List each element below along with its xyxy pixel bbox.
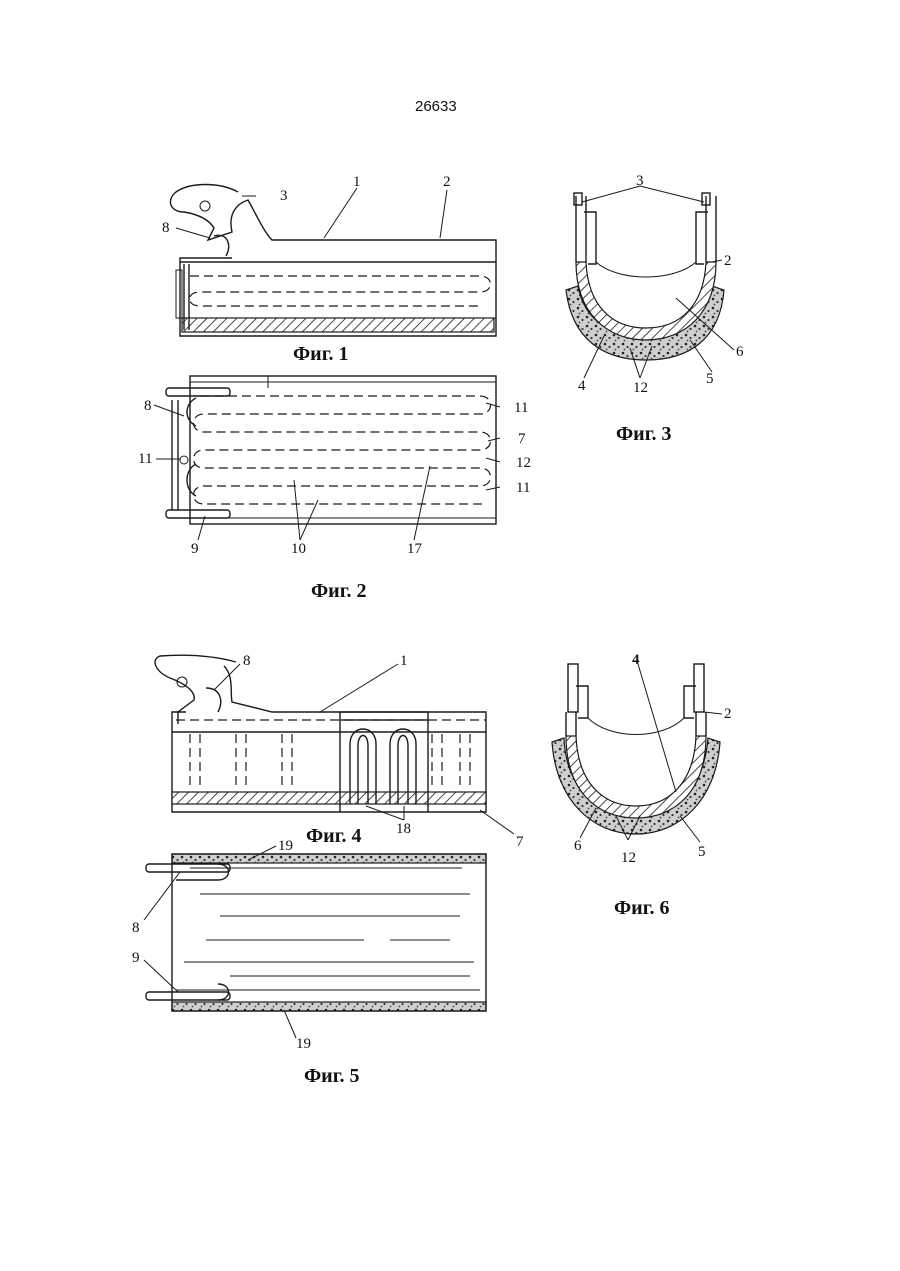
figure-5: 19 8 9 19 Фиг. 5 xyxy=(132,838,486,1087)
fig1-label-2: 2 xyxy=(443,174,451,190)
fig3-caption: Фиг. 3 xyxy=(616,423,672,445)
fig6-label-4: 4 xyxy=(632,652,640,668)
fig3-label-3: 3 xyxy=(636,173,644,189)
fig1-label-3: 3 xyxy=(280,188,288,204)
fig2-label-9: 9 xyxy=(191,541,199,557)
fig5-label-9: 9 xyxy=(132,950,140,966)
fig6-label-5: 5 xyxy=(698,844,706,860)
fig4-caption: Фиг. 4 xyxy=(306,825,362,847)
figure-4: 8 1 18 7 Фиг. 4 xyxy=(155,653,524,850)
fig2-label-17: 17 xyxy=(407,541,423,557)
fig4-label-1: 1 xyxy=(400,653,408,669)
fig2-label-11-bottom: 11 xyxy=(516,480,530,496)
fig3-label-5: 5 xyxy=(706,371,714,387)
fig6-caption: Фиг. 6 xyxy=(614,897,670,919)
fig5-caption: Фиг. 5 xyxy=(304,1065,360,1087)
fig1-label-1: 1 xyxy=(353,174,361,190)
fig3-label-2: 2 xyxy=(724,253,732,269)
page-number: 26633 xyxy=(415,98,457,115)
fig2-label-12: 12 xyxy=(516,455,531,471)
fig2-label-8: 8 xyxy=(144,398,152,414)
fig6-label-6: 6 xyxy=(574,838,582,854)
fig4-label-18: 18 xyxy=(396,821,411,837)
fig1-caption: Фиг. 1 xyxy=(293,343,349,365)
figure-6: 4 2 6 12 5 Фиг. 6 xyxy=(552,652,732,919)
fig6-label-2: 2 xyxy=(724,706,732,722)
fig3-label-6: 6 xyxy=(736,344,744,360)
fig6-label-12: 12 xyxy=(621,850,636,866)
fig2-caption: Фиг. 2 xyxy=(311,580,367,602)
fig2-label-11-top: 11 xyxy=(514,400,528,416)
fig3-label-12: 12 xyxy=(633,380,648,396)
figure-1: 1 2 3 8 Фиг. 1 xyxy=(162,174,496,365)
figure-2: 8 11 9 10 17 11 7 12 11 Фиг. 2 xyxy=(138,376,531,602)
fig2-label-10: 10 xyxy=(291,541,306,557)
fig5-label-8: 8 xyxy=(132,920,140,936)
fig5-label-19-top: 19 xyxy=(278,838,293,854)
fig2-label-7: 7 xyxy=(518,431,526,447)
fig4-label-8: 8 xyxy=(243,653,251,669)
fig1-label-8: 8 xyxy=(162,220,170,236)
fig2-label-11-left: 11 xyxy=(138,451,152,467)
figure-3: 3 2 6 5 12 4 Фиг. 3 xyxy=(566,173,744,445)
fig5-label-19-bottom: 19 xyxy=(296,1036,311,1052)
fig3-label-4: 4 xyxy=(578,378,586,394)
fig4-label-7: 7 xyxy=(516,834,524,850)
